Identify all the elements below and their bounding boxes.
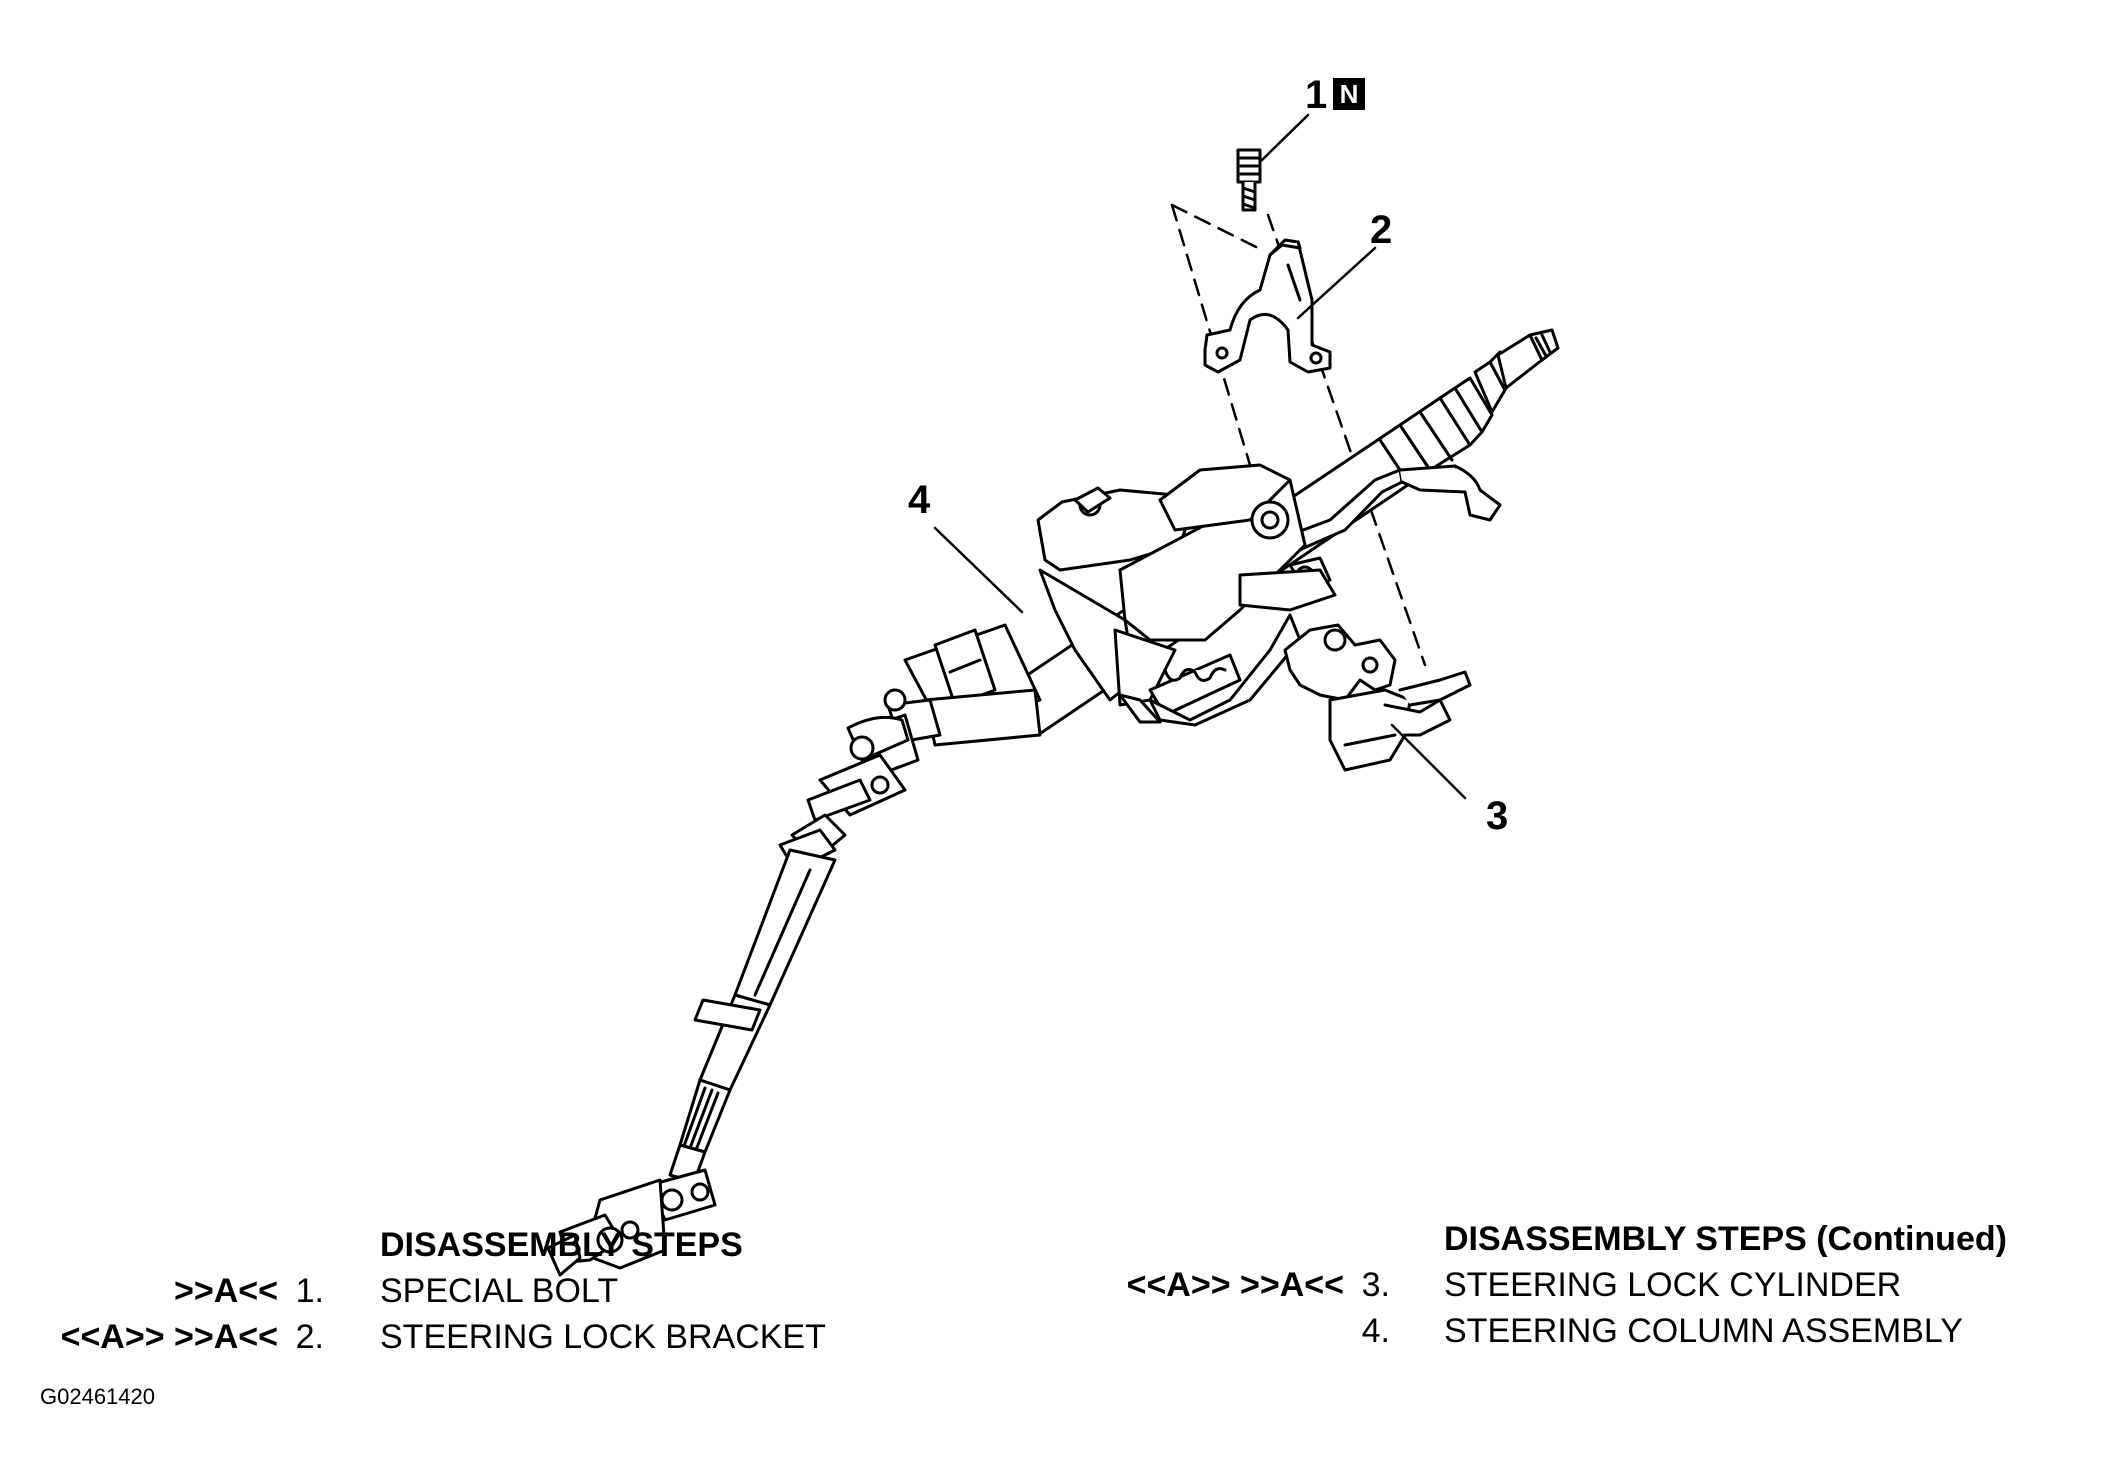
legend-left-step-1-num: 1. bbox=[295, 1272, 324, 1310]
legend-left-step-1-ref: >>A<< bbox=[174, 1272, 278, 1310]
lower-intermediate-shaft bbox=[778, 623, 1042, 872]
figure-id: G02461420 bbox=[40, 1384, 155, 1409]
lower-universal-joint bbox=[546, 1168, 717, 1277]
callout-leader-lines bbox=[933, 113, 1467, 800]
callout-2: 2 bbox=[1370, 208, 1393, 252]
legend-left-title: DISASSEMBLY STEPS bbox=[380, 1226, 743, 1264]
special-bolt bbox=[1236, 148, 1262, 212]
new-part-badge: N bbox=[1333, 78, 1365, 110]
callout-1: 1 bbox=[1305, 73, 1328, 117]
steering-lock-cylinder bbox=[1283, 623, 1472, 772]
tilt-spring bbox=[1118, 613, 1302, 727]
legend-right-step-4-label: STEERING COLUMN ASSEMBLY bbox=[1444, 1312, 1963, 1350]
legend-right-step-4-num: 4. bbox=[1361, 1312, 1390, 1350]
legend-right-step-3-label: STEERING LOCK CYLINDER bbox=[1444, 1266, 1902, 1304]
legend-left-step-1-label: SPECIAL BOLT bbox=[380, 1272, 619, 1310]
legend-left-step-2-num: 2. bbox=[295, 1318, 324, 1356]
callout-4: 4 bbox=[908, 478, 931, 522]
legend-left-step-2-label: STEERING LOCK BRACKET bbox=[380, 1318, 826, 1356]
legend-right-step-3-ref: <<A>> >>A<< bbox=[1126, 1266, 1344, 1304]
legend-right-step-3-num: 3. bbox=[1361, 1266, 1390, 1304]
legend-right-title: DISASSEMBLY STEPS (Continued) bbox=[1444, 1220, 2007, 1258]
legend-left-step-2-ref: <<A>> >>A<< bbox=[60, 1318, 278, 1356]
lower-long-shaft bbox=[668, 848, 837, 1184]
upper-shaft-spline bbox=[1496, 328, 1560, 390]
steering-lock-bracket bbox=[1203, 238, 1332, 374]
column-housing bbox=[1036, 463, 1337, 707]
callout-3: 3 bbox=[1486, 794, 1509, 838]
